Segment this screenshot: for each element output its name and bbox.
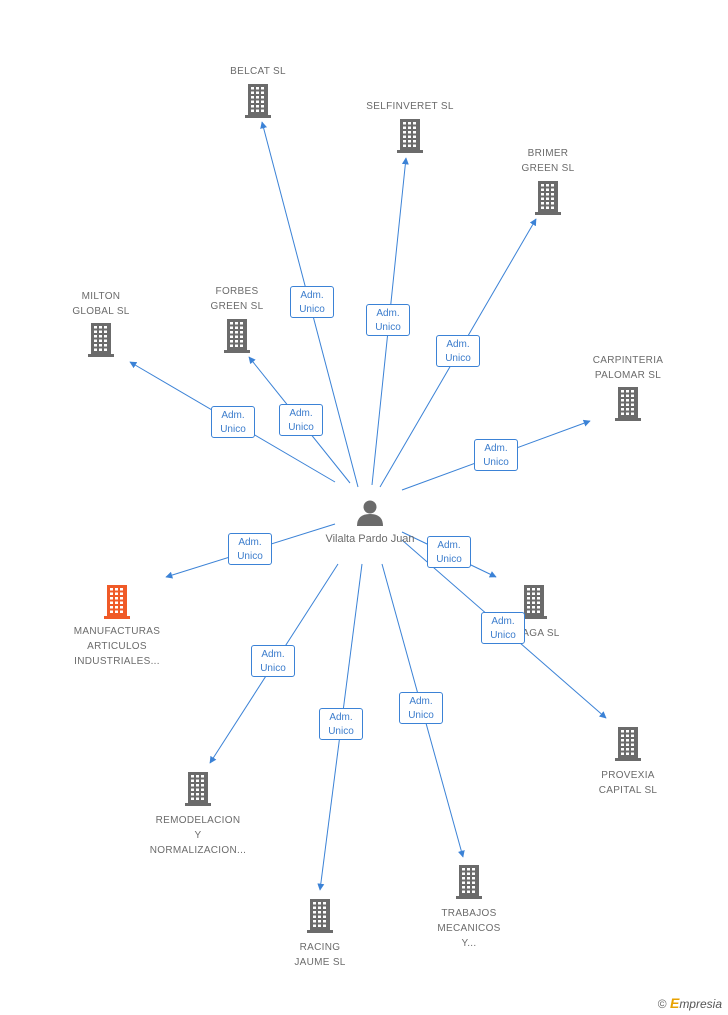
company-label-line: MECANICOS — [437, 923, 501, 934]
relation-badge-line1: Adm. — [329, 712, 353, 723]
company-label-line: FORBES — [215, 286, 259, 297]
building-icon-selfinveret[interactable] — [397, 119, 423, 153]
company-label-line: Y... — [461, 938, 477, 949]
relation-badge-asaga[interactable]: Adm. Unico — [427, 536, 471, 568]
company-label-selfinveret[interactable]: SELFINVERET SL — [330, 99, 490, 114]
company-label-line: ARTICULOS — [87, 641, 147, 652]
relation-badge-line1: Adm. — [300, 290, 324, 301]
footer-brand: © Empresia — [658, 995, 722, 1011]
relation-badge-line1: Adm. — [446, 339, 470, 350]
person-name-line2: Pardo Juan — [358, 533, 415, 545]
brand-logo-e: E — [669, 995, 680, 1011]
company-label-milton[interactable]: MILTON GLOBAL SL — [21, 289, 181, 319]
relation-badge-manufacturas[interactable]: Adm. Unico — [228, 533, 272, 565]
company-label-line: JAUME SL — [294, 957, 346, 968]
relation-badge-trabajos[interactable]: Adm. Unico — [399, 692, 443, 724]
company-label-brimer[interactable]: BRIMER GREEN SL — [468, 146, 628, 176]
company-label-line: INDUSTRIALES... — [74, 656, 160, 667]
building-icon-provexia[interactable] — [615, 727, 641, 761]
company-label-line: CAPITAL SL — [598, 785, 658, 796]
building-icon-racing[interactable] — [307, 899, 333, 933]
relation-badge-line2: Unico — [288, 422, 314, 433]
relation-badge-line2: Unico — [445, 353, 471, 364]
relation-badge-line2: Unico — [260, 663, 286, 674]
relation-badge-line1: Adm. — [376, 308, 400, 319]
relation-badge-line2: Unico — [220, 424, 246, 435]
company-label-line: BRIMER — [527, 148, 569, 159]
building-icon-remodelacion[interactable] — [185, 772, 211, 806]
relation-badge-line1: Adm. — [409, 696, 433, 707]
company-label-line: GLOBAL SL — [72, 306, 130, 317]
relation-badge-remodelacion[interactable]: Adm. Unico — [251, 645, 295, 677]
relation-badge-line2: Unico — [299, 304, 325, 315]
relation-badge-line1: Adm. — [289, 408, 313, 419]
relation-badge-line2: Unico — [490, 630, 516, 641]
company-label-line: BELCAT SL — [230, 66, 286, 77]
person-name-line1: Vilalta — [325, 533, 356, 545]
relation-badge-line1: Adm. — [261, 649, 285, 660]
relation-badge-line1: Adm. — [491, 616, 515, 627]
building-icon-milton[interactable] — [88, 323, 114, 357]
company-label-line: MANUFACTURAS — [73, 626, 161, 637]
company-label-line: PALOMAR SL — [594, 370, 662, 381]
company-label-line: ASAGA SL — [508, 628, 560, 639]
company-label-line: PROVEXIA — [601, 770, 655, 781]
relation-badge-milton[interactable]: Adm. Unico — [211, 406, 255, 438]
company-label-line: NORMALIZACION... — [149, 845, 247, 856]
relation-badge-line2: Unico — [408, 710, 434, 721]
relation-badge-brimer[interactable]: Adm. Unico — [436, 335, 480, 367]
company-label-manufacturas[interactable]: MANUFACTURAS ARTICULOS INDUSTRIALES... — [37, 624, 197, 669]
company-label-line: Y — [194, 830, 202, 841]
company-label-line: MILTON — [81, 291, 121, 302]
relation-badge-carpinteria[interactable]: Adm. Unico — [474, 439, 518, 471]
company-label-line: TRABAJOS — [441, 908, 497, 919]
relation-badge-provexia[interactable]: Adm. Unico — [481, 612, 525, 644]
building-icon-manufacturas[interactable] — [104, 585, 130, 619]
person-name[interactable]: Vilalta Pardo Juan — [310, 532, 430, 547]
relation-badge-line2: Unico — [328, 726, 354, 737]
person-icon[interactable] — [357, 500, 383, 527]
building-icon-trabajos[interactable] — [456, 865, 482, 899]
company-label-provexia[interactable]: PROVEXIA CAPITAL SL — [548, 768, 708, 798]
building-icon-carpinteria[interactable] — [615, 387, 641, 421]
relation-badge-racing[interactable]: Adm. Unico — [319, 708, 363, 740]
company-label-asaga[interactable]: ASAGA SL — [454, 626, 614, 641]
company-label-line: GREEN SL — [521, 163, 575, 174]
relation-badge-line2: Unico — [237, 551, 263, 562]
company-label-remodelacion[interactable]: REMODELACION Y NORMALIZACION... — [118, 813, 278, 858]
company-label-line: GREEN SL — [210, 301, 264, 312]
company-label-trabajos[interactable]: TRABAJOS MECANICOS Y... — [389, 906, 549, 951]
company-label-racing[interactable]: RACING JAUME SL — [240, 940, 400, 970]
company-label-forbes[interactable]: FORBES GREEN SL — [157, 284, 317, 314]
building-icon-forbes[interactable] — [224, 319, 250, 353]
building-icon-belcat[interactable] — [245, 84, 271, 118]
relation-badge-line2: Unico — [436, 554, 462, 565]
relation-badge-line2: Unico — [483, 457, 509, 468]
brand-logo-text: mpresia — [679, 997, 722, 1011]
copyright-symbol: © — [657, 997, 667, 1011]
company-label-line: REMODELACION — [155, 815, 241, 826]
company-label-carpinteria[interactable]: CARPINTERIA PALOMAR SL — [548, 353, 708, 383]
relation-badge-line1: Adm. — [437, 540, 461, 551]
relation-badge-line2: Unico — [375, 322, 401, 333]
relation-badge-forbes[interactable]: Adm. Unico — [279, 404, 323, 436]
relation-badge-belcat[interactable]: Adm. Unico — [290, 286, 334, 318]
relation-badge-selfinveret[interactable]: Adm. Unico — [366, 304, 410, 336]
company-label-line: SELFINVERET SL — [366, 101, 454, 112]
company-label-line: RACING — [299, 942, 341, 953]
company-label-line: CARPINTERIA — [592, 355, 664, 366]
building-icon-brimer[interactable] — [535, 181, 561, 215]
company-label-belcat[interactable]: BELCAT SL — [178, 64, 338, 79]
relation-badge-line1: Adm. — [484, 443, 508, 454]
relation-badge-line1: Adm. — [221, 410, 245, 421]
relation-badge-line1: Adm. — [238, 537, 262, 548]
building-icon-asaga[interactable] — [521, 585, 547, 619]
